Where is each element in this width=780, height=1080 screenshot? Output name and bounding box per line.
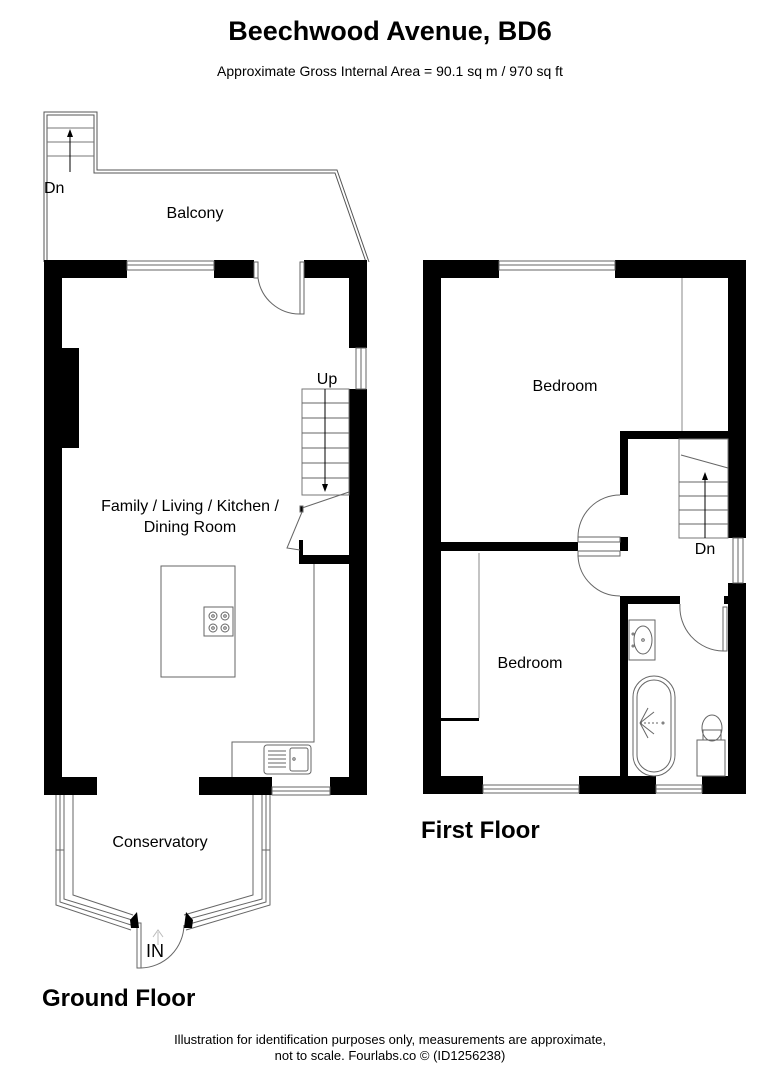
ground-floor-fixtures [55, 260, 367, 969]
room-label-family-living-kitchen-dining: Family / Living / Kitchen / Dining Room [80, 496, 300, 538]
first-floor-label: First Floor [421, 817, 540, 844]
balcony-outline [43, 111, 370, 263]
room-label-line-2: Dining Room [143, 519, 237, 536]
gross-area: Approximate Gross Internal Area = 90.1 s… [217, 63, 563, 79]
balcony-stairs-label: Dn [44, 180, 65, 197]
balcony-stairs [47, 127, 94, 172]
stairs-down-label: Dn [694, 541, 716, 558]
stairs-up-label: Up [316, 371, 338, 388]
entrance-label: IN [146, 941, 164, 961]
room-label-bedroom-2: Bedroom [497, 655, 563, 672]
disclaimer-line-2: not to scale. Fourlabs.co © (ID1256238) [274, 1048, 506, 1063]
room-label-balcony: Balcony [166, 205, 224, 222]
ground-floor-label: Ground Floor [42, 985, 196, 1012]
disclaimer-line-1: Illustration for identification purposes… [174, 1032, 606, 1047]
first-floor-walls [423, 260, 746, 794]
ground-floor-plan [43, 111, 370, 263]
ground-floor-walls [44, 260, 367, 795]
first-floor-fixtures [478, 260, 744, 794]
room-label-bedroom-1: Bedroom [532, 378, 598, 395]
room-label-conservatory: Conservatory [112, 834, 208, 851]
disclaimer: Illustration for identification purposes… [0, 1032, 780, 1064]
room-label-line-1: Family / Living / Kitchen / [101, 498, 279, 515]
plan-title: Beechwood Avenue, BD6 [228, 16, 552, 46]
